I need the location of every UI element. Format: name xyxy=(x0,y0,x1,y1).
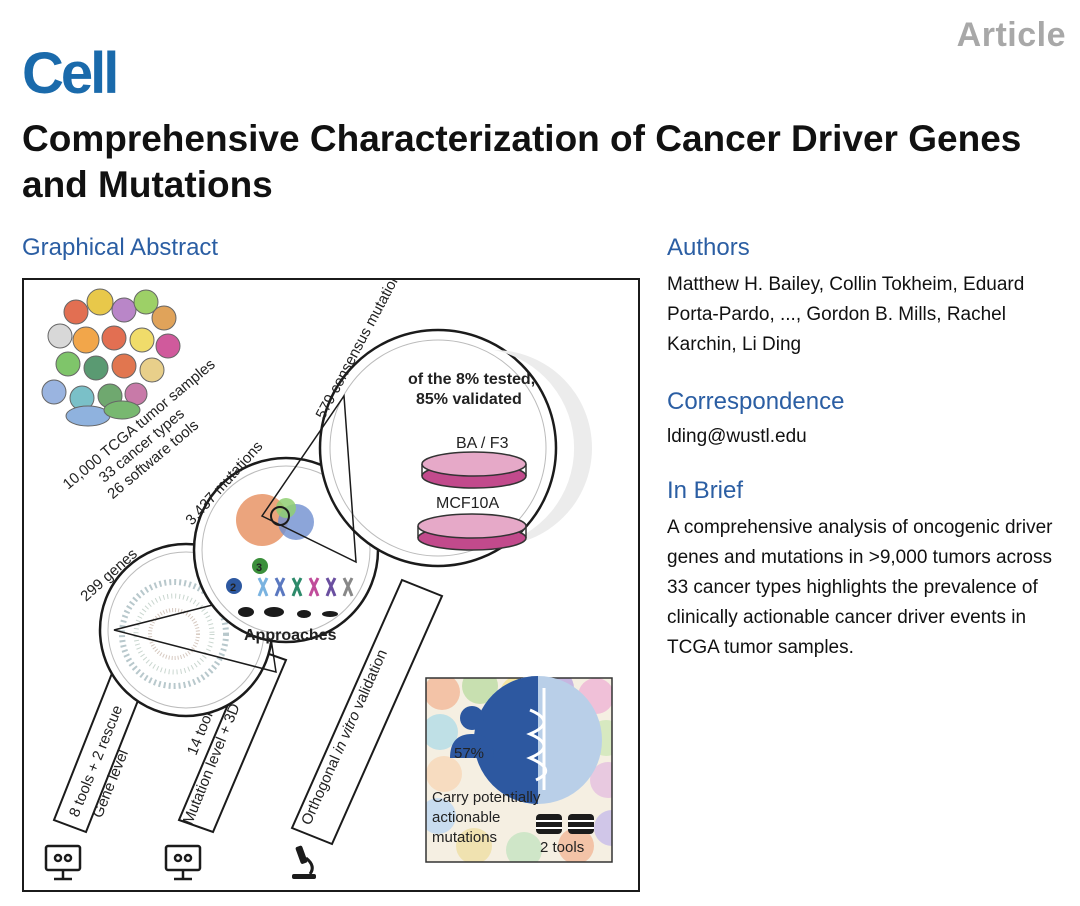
article-type-label: Article xyxy=(956,16,1066,54)
actionable-line-1: Carry potentially xyxy=(432,789,541,806)
caduceus-icon xyxy=(526,688,547,790)
actionable-pie xyxy=(474,676,602,804)
authors-list: Matthew H. Bailey, Collin Tokheim, Eduar… xyxy=(667,274,1025,355)
in-brief-heading: In Brief xyxy=(667,477,744,504)
graphical-abstract-illustration: 10,000 TCGA tumor samples 33 cancer type… xyxy=(41,280,613,881)
cell-line-1-text: BA / F3 xyxy=(456,435,509,452)
people-cluster-icon xyxy=(41,288,181,427)
actionable-line-3: mutations xyxy=(432,829,497,846)
tools-text: 2 tools xyxy=(540,839,584,856)
correspondence-email-link[interactable]: lding@wustl.edu xyxy=(667,426,807,447)
mutations-lens: 3 2 Approaches xyxy=(192,456,380,644)
microscope-icon xyxy=(292,845,316,879)
animal-silhouettes xyxy=(238,607,338,618)
monitor-gear-icon xyxy=(44,844,82,881)
percent-text: 57% xyxy=(454,745,484,762)
petri-dish-icon xyxy=(421,451,527,489)
badge-2-text: 2 xyxy=(230,582,236,594)
journal-logo: Cell xyxy=(22,41,119,106)
badge-3-text: 3 xyxy=(256,562,262,574)
actionable-line-2: actionable xyxy=(432,809,500,826)
validation-handle xyxy=(290,578,444,846)
correspondence-heading: Correspondence xyxy=(667,388,845,415)
page-title: Comprehensive Characterization of Cancer… xyxy=(22,118,1022,205)
monitor-gear-icon xyxy=(164,844,202,881)
cell-line-2-text: MCF10A xyxy=(436,495,499,512)
approaches-text: Approaches xyxy=(244,627,337,644)
petri-dish-icon xyxy=(417,513,527,551)
tested-line-1: of the 8% tested, xyxy=(408,371,535,388)
consensus-lens: of the 8% tested, 85% validated BA / F3 … xyxy=(260,328,592,568)
person-icon xyxy=(450,706,494,758)
database-icon xyxy=(536,814,594,834)
in-brief-text: A comprehensive analysis of oncogenic dr… xyxy=(667,517,1053,658)
actionable-panel: 57% Carry potentially actionable mutatio… xyxy=(425,676,613,863)
graphical-abstract-heading: Graphical Abstract xyxy=(22,234,219,261)
graphical-abstract-figure: 10,000 TCGA tumor samples 33 cancer type… xyxy=(22,278,640,892)
ribbon-icon xyxy=(257,577,354,597)
authors-heading: Authors xyxy=(667,234,750,261)
tested-line-2: 85% validated xyxy=(416,391,522,408)
